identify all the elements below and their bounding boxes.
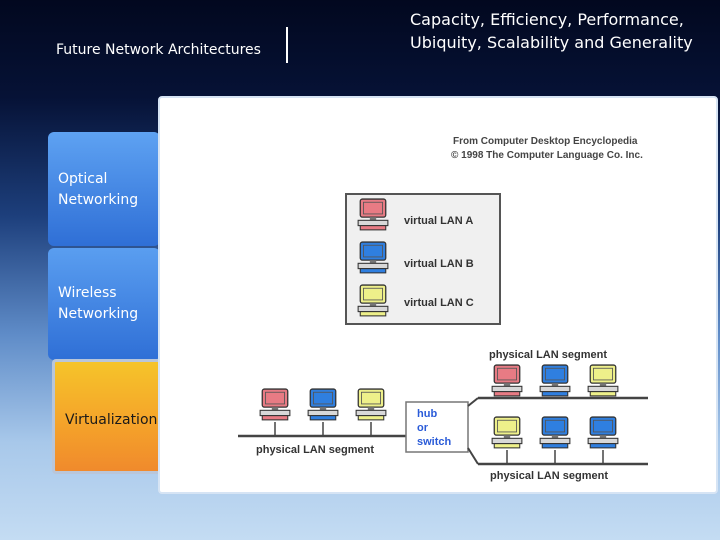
pc-icon <box>357 198 389 231</box>
tab-virtualization-label: Virtualization <box>65 412 158 428</box>
slide-title: Capacity, Efficiency, Performance, Ubiqu… <box>410 10 693 52</box>
vlan-b-label: virtual LAN B <box>404 258 474 270</box>
segment-bottom-right-label: physical LAN segment <box>490 470 608 482</box>
pc-icon <box>491 416 523 449</box>
vlan-diagram-panel: From Computer Desktop Encyclopedia © 199… <box>158 96 718 494</box>
pc-icon <box>539 416 571 449</box>
pc-icon <box>587 364 619 397</box>
hub-label-line-3: switch <box>417 436 452 448</box>
slide-subtitle: Future Network Architectures <box>56 42 261 58</box>
pc-icon <box>307 388 339 421</box>
hub-label-line-1: hub <box>417 408 437 420</box>
pc-icon <box>357 241 389 274</box>
vlan-c-label: virtual LAN C <box>404 297 474 309</box>
segment-left-label: physical LAN segment <box>256 444 374 456</box>
hub-label-line-2: or <box>417 422 429 434</box>
vlan-diagram: From Computer Desktop Encyclopedia © 199… <box>238 136 648 482</box>
credit-line-1: From Computer Desktop Encyclopedia <box>453 136 638 147</box>
pc-icon <box>357 284 389 317</box>
segment-top-right-label: physical LAN segment <box>489 349 607 361</box>
pc-icon <box>539 364 571 397</box>
hub-switch-box <box>405 401 469 453</box>
pc-icon <box>491 364 523 397</box>
pc-icon <box>259 388 291 421</box>
pc-icon <box>587 416 619 449</box>
tab-wireless-label: Wireless Networking <box>58 285 139 322</box>
tab-optical-label: Optical Networking <box>58 171 139 208</box>
header-divider <box>286 27 288 63</box>
vlan-a-label: virtual LAN A <box>404 215 473 227</box>
credit-line-2: © 1998 The Computer Language Co. Inc. <box>451 150 643 161</box>
tab-wireless-networking[interactable]: Wireless Networking <box>48 248 160 360</box>
pc-icon <box>355 388 387 421</box>
tab-optical-networking[interactable]: Optical Networking <box>48 132 160 246</box>
